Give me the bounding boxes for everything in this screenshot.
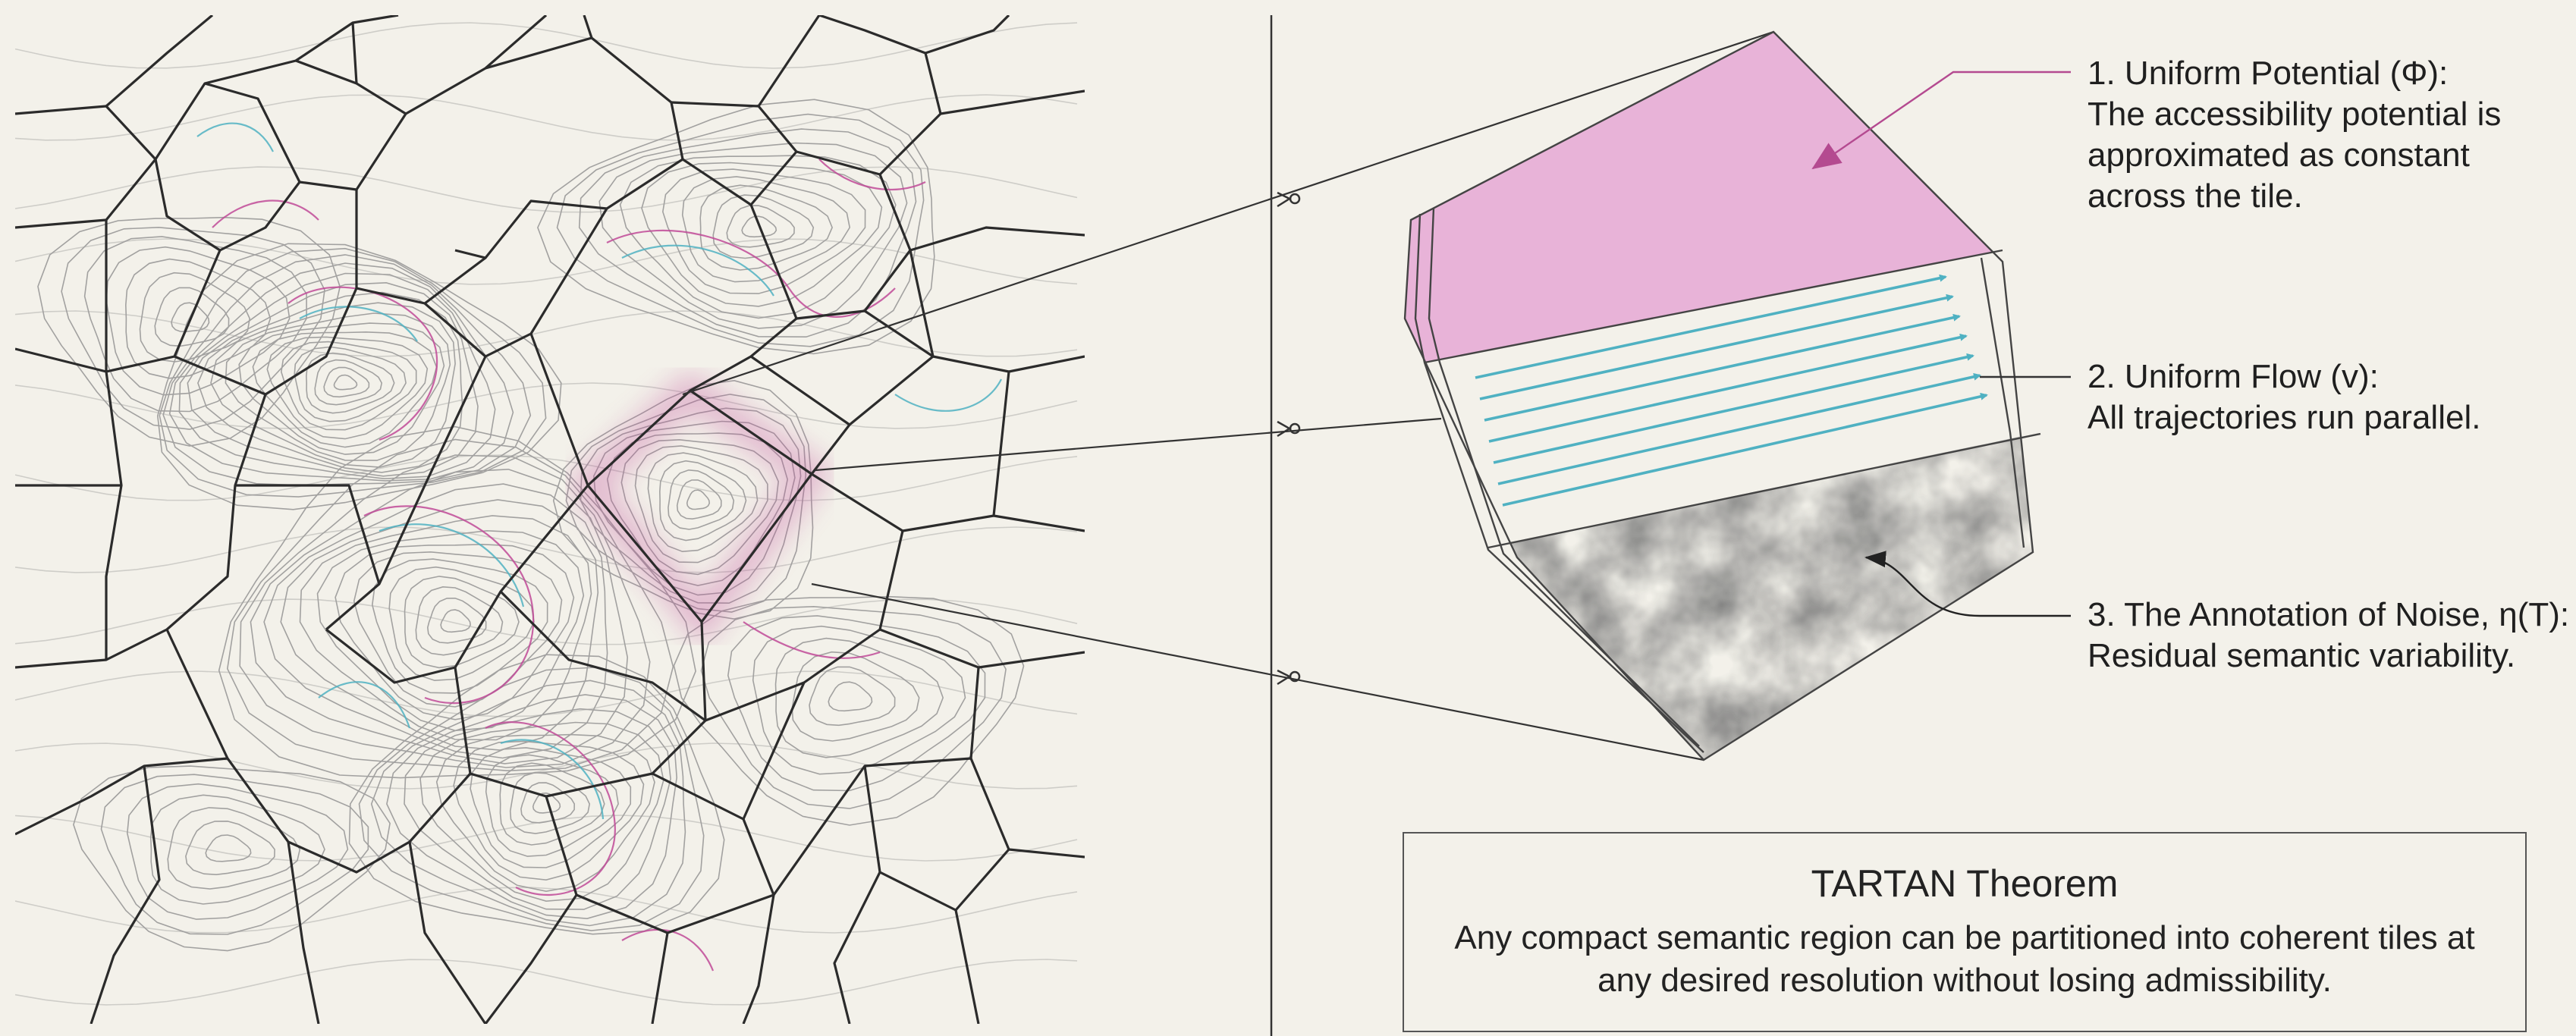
callout-text: The accessibility potential is approxima…: [2088, 94, 2543, 217]
callout-uniform-flow: 2. Uniform Flow (v): All trajectories ru…: [2088, 356, 2543, 438]
voronoi-contour-map: [15, 15, 1085, 1024]
callout-heading: 1. Uniform Potential (Φ):: [2088, 53, 2543, 94]
callout-annotation-of-noise: 3. The Annotation of Noise, η(T): Residu…: [2088, 595, 2573, 677]
callout-heading: 2. Uniform Flow (v):: [2088, 356, 2543, 397]
theorem-text: Any compact semantic region can be parti…: [1404, 917, 2525, 1002]
callout-heading: 3. The Annotation of Noise, η(T):: [2088, 595, 2573, 636]
divider-markers: [1277, 193, 1299, 684]
voronoi-edges: [15, 15, 1085, 1024]
expanded-tile: [1396, 23, 2048, 766]
theorem-box: TARTAN Theorem Any compact semantic regi…: [1403, 832, 2527, 1032]
callout-text: Residual semantic variability.: [2088, 636, 2573, 677]
contour-lines: [15, 23, 1077, 1005]
callout-text: All trajectories run parallel.: [2088, 397, 2543, 438]
theorem-title: TARTAN Theorem: [1404, 861, 2525, 906]
callout-uniform-potential: 1. Uniform Potential (Φ): The accessibil…: [2088, 53, 2543, 217]
